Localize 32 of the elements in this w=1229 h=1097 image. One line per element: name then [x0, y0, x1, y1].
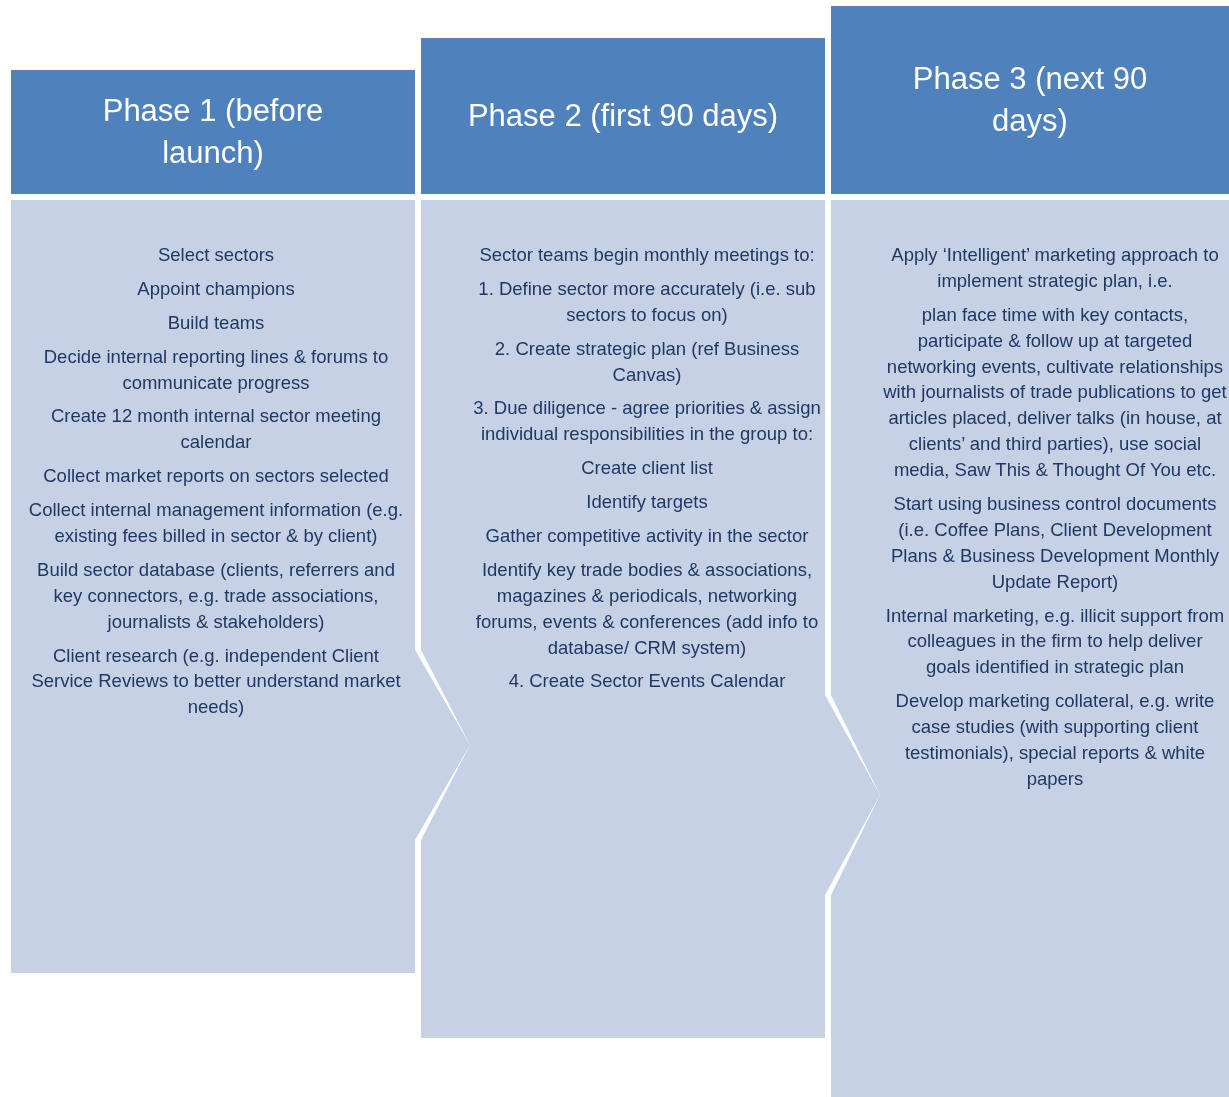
phase-title: Phase 3 (next 90 days): [911, 60, 1149, 140]
task-text: Create client list: [581, 456, 713, 481]
task-text: Sector teams begin monthly meetings to:: [479, 243, 815, 267]
task-text: Gather competitive activity in the sector: [485, 524, 809, 548]
task-text: Appoint champions: [137, 276, 295, 301]
task-text: Identify targets: [586, 490, 708, 515]
phase-header: [11, 70, 415, 194]
task-text: Create 12 month internal sector meeting calendar: [49, 404, 383, 455]
task-text: Identify key trade bodies & associations, magazines & periodicals, networking forums, events & conferences (add info to database/ CRM system): [474, 557, 820, 660]
task-text: Decide internal reporting lines & forums to communicate progress: [42, 344, 390, 395]
task-text: 4. Create Sector Events Calendar: [508, 669, 786, 694]
task-text: Client research (e.g. independent Client Service Reviews to better understand market needs): [30, 643, 402, 720]
task-text: Build sector database (clients, referrers and key connectors, e.g. trade associations, journalists & stakeholders): [36, 557, 396, 634]
task-text: Build teams: [167, 310, 265, 335]
task-text: Start using business control documents (i.e. Coffee Plans, Client Development Plans & Business Development Monthly Update Report): [890, 492, 1220, 594]
task-text: Collect market reports on sectors selected: [43, 464, 389, 489]
phase-header: [421, 38, 825, 194]
chevron-panel: [11, 200, 471, 973]
phase-header: [831, 6, 1229, 194]
task-text: Select sectors: [157, 243, 275, 267]
phase-title: Phase 1 (before launch): [101, 92, 325, 172]
task-text: Apply ‘Intelligent’ marketing approach to implement strategic plan, i.e.: [890, 243, 1220, 293]
task-text: Develop marketing collateral, e.g. write case studies (with supporting client testimonials), special reports & white papers: [894, 689, 1216, 791]
task-text: Collect internal management information (e.g. existing fees billed in sector & by client): [27, 498, 405, 548]
chevron-panel: [421, 200, 881, 1038]
task-text: 3. Due diligence - agree priorities & assign individual responsibilities in the group to:: [473, 396, 821, 447]
task-text: 2. Create strategic plan (ref Business Canvas): [493, 336, 801, 387]
phase-title: Phase 2 (first 90 days): [467, 97, 779, 136]
task-text: Internal marketing, e.g. illicit support from colleagues in the firm to help deliver goals identified in strategic plan: [884, 603, 1226, 680]
task-text: 1. Define sector more accurately (i.e. sub sectors to focus on): [477, 276, 817, 327]
task-text: plan face time with key contacts, participate & follow up at targeted networking events, cultivate relationships with journalists of trade publications to get articles placed, deliver talks (in house, at clients’ and third parties), use social media, Saw This & Thought Of You etc.: [883, 302, 1227, 483]
chevron-panel: [831, 200, 1229, 1097]
